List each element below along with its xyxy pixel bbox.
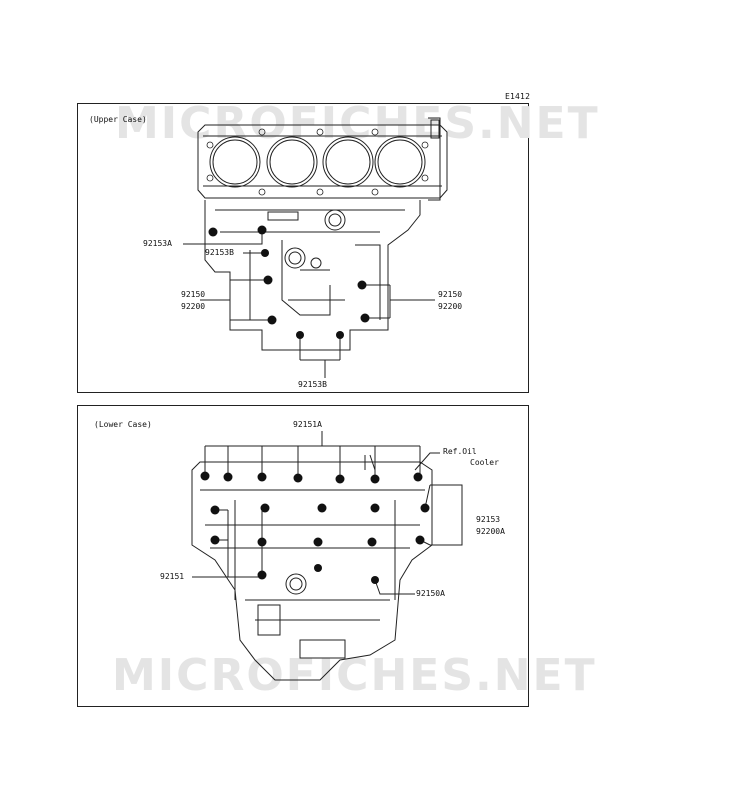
label-92200-left: 92200 — [181, 302, 206, 311]
upper-case-panel — [77, 103, 529, 393]
bore-4 — [374, 136, 426, 188]
label-92200-right: 92200 — [438, 302, 463, 311]
label-ref-oil: Ref.Oil — [443, 447, 477, 456]
bore-1 — [209, 136, 261, 188]
label-92150-right: 92150 — [438, 290, 463, 299]
upper-crankcase — [204, 200, 421, 351]
watermark-top: MICROFICHES.NET — [115, 98, 600, 149]
label-92200A: 92200A — [476, 527, 505, 536]
label-92153B-bottom: 92153B — [298, 380, 327, 389]
label-92153A: 92153A — [143, 239, 172, 248]
bore-3 — [322, 136, 374, 188]
label-92153: 92153 — [476, 515, 501, 524]
lower-crankcase — [191, 461, 433, 681]
label-92153B-top: 92153B — [205, 248, 234, 257]
label-92151A: 92151A — [293, 420, 322, 429]
upper-block-outline — [197, 124, 448, 199]
watermark-bottom: MICROFICHES.NET — [112, 650, 597, 701]
label-92150-left: 92150 — [181, 290, 206, 299]
lower-case-panel — [77, 405, 529, 707]
label-cooler: Cooler — [470, 458, 499, 467]
bore-2 — [266, 136, 318, 188]
diagram-code: E1412 — [505, 92, 531, 101]
lower-case-title: (Lower Case) — [94, 420, 152, 429]
label-92151: 92151 — [160, 572, 185, 581]
label-92150A: 92150A — [416, 589, 445, 598]
upper-case-title: (Upper Case) — [89, 115, 147, 124]
